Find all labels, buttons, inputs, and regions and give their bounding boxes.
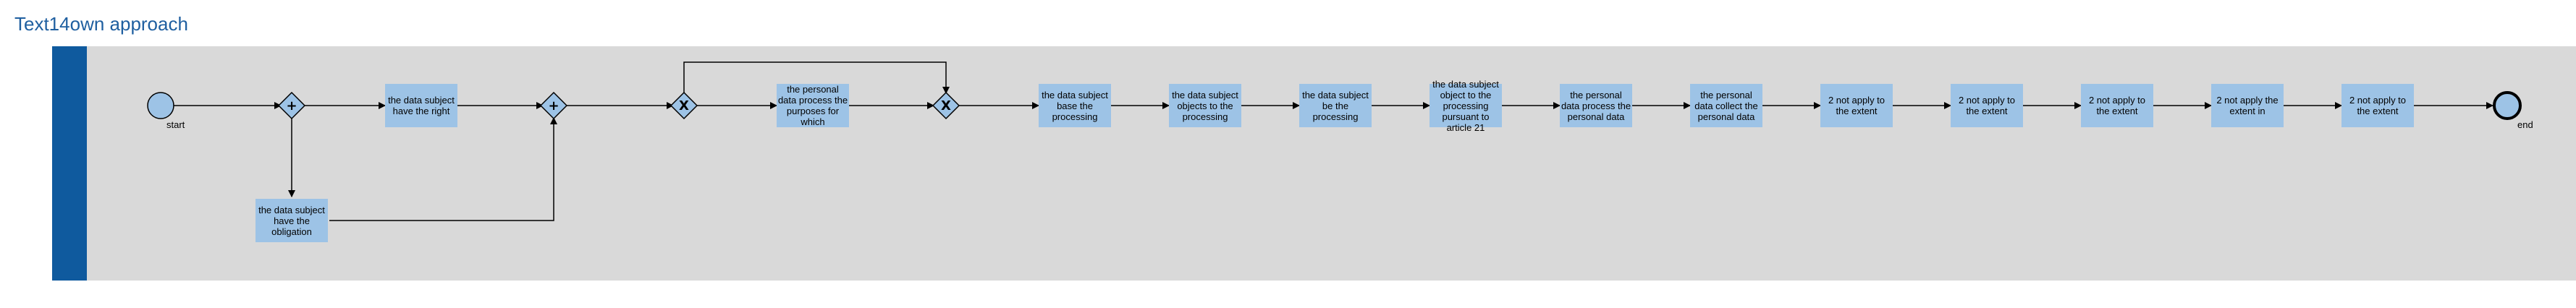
task-subject-be-processing[interactable]: the data subject be the processing xyxy=(1299,84,1372,127)
task-not-apply-extent-1[interactable]: 2 not apply to the extent xyxy=(1820,84,1893,127)
exclusive-gateway-split-symbol: X xyxy=(679,98,689,114)
task-label: the data subject objects to the processi… xyxy=(1172,89,1238,122)
task-label: 2 not apply to the extent xyxy=(2088,95,2146,116)
start-event[interactable] xyxy=(147,92,174,119)
sequence-flows xyxy=(174,61,2493,221)
page-title: Text14own approach xyxy=(14,13,188,35)
task-label: the data subject have the right xyxy=(388,95,455,116)
task-label: the data subject have the obligation xyxy=(258,204,325,237)
end-event[interactable] xyxy=(2493,91,2522,120)
parallel-gateway-split-symbol: + xyxy=(286,98,297,114)
flow-task-obligation-to-join xyxy=(329,117,557,221)
task-label: 2 not apply the extent in xyxy=(2216,95,2279,116)
task-subject-base-processing[interactable]: the data subject base the processing xyxy=(1039,84,1111,127)
task-label: the personal data process the purposes f… xyxy=(777,84,848,127)
parallel-gateway-split[interactable]: + xyxy=(277,91,306,120)
task-label: 2 not apply to the extent xyxy=(1958,95,2016,116)
task-data-process-purposes[interactable]: the personal data process the purposes f… xyxy=(777,84,849,127)
task-subject-have-right[interactable]: the data subject have the right xyxy=(385,84,457,127)
lane-header xyxy=(52,46,87,281)
task-label: the data subject base the processing xyxy=(1042,89,1108,122)
exclusive-gateway-join-symbol: X xyxy=(941,98,951,114)
exclusive-gateway-split[interactable]: X xyxy=(670,91,698,120)
parallel-gateway-join[interactable]: + xyxy=(539,91,568,120)
start-event-label: start xyxy=(166,119,185,130)
task-label: the personal data process the personal d… xyxy=(1561,89,1631,122)
task-label: 2 not apply to the extent xyxy=(2349,95,2407,116)
task-not-apply-extent-in[interactable]: 2 not apply the extent in xyxy=(2211,84,2284,127)
task-label: the personal data collect the personal d… xyxy=(1694,89,1758,122)
parallel-gateway-join-symbol: + xyxy=(548,98,559,114)
task-data-process-data[interactable]: the personal data process the personal d… xyxy=(1560,84,1632,127)
task-not-apply-extent-3[interactable]: 2 not apply to the extent xyxy=(2081,84,2153,127)
task-not-apply-extent-2[interactable]: 2 not apply to the extent xyxy=(1951,84,2023,127)
task-label: the data subject object to the processin… xyxy=(1432,78,1499,133)
flow-xor1-bypass xyxy=(683,61,950,95)
task-subject-have-obligation[interactable]: the data subject have the obligation xyxy=(256,199,328,242)
task-subject-objects-processing[interactable]: the data subject objects to the processi… xyxy=(1169,84,1241,127)
task-not-apply-extent-4[interactable]: 2 not apply to the extent xyxy=(2341,84,2414,127)
end-event-label: end xyxy=(2517,119,2533,130)
task-subject-object-article-21[interactable]: the data subject object to the processin… xyxy=(1430,79,1502,133)
task-data-collect-data[interactable]: the personal data collect the personal d… xyxy=(1690,84,1762,127)
task-label: the data subject be the processing xyxy=(1302,89,1369,122)
task-label: 2 not apply to the extent xyxy=(1828,95,1885,116)
exclusive-gateway-join[interactable]: X xyxy=(932,91,960,120)
